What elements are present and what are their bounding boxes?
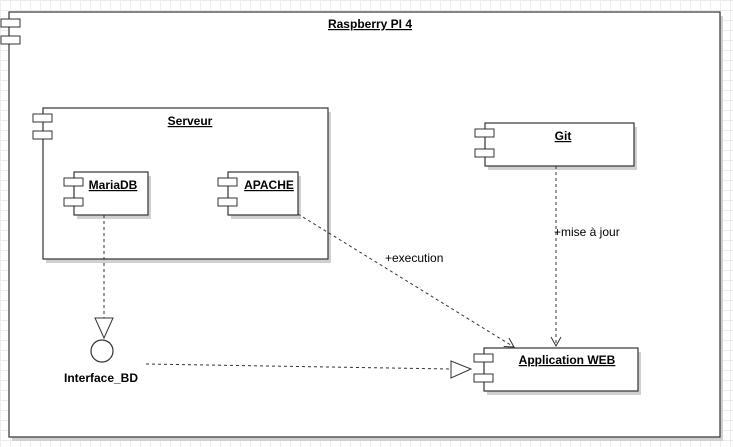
apache-component[interactable]: APACHE — [217, 171, 301, 219]
apache-to-app-edge[interactable]: +execution — [297, 213, 515, 348]
apache-label: APACHE — [244, 178, 294, 192]
component-icon — [32, 113, 53, 140]
interface-to-app-edge[interactable] — [145, 360, 473, 379]
application-web-label: Application WEB — [519, 353, 616, 367]
component-icon — [0, 18, 21, 45]
component-icon — [63, 177, 84, 207]
interface-bd-label: Interface_BD — [64, 371, 138, 385]
raspberry-pi-container[interactable]: Raspberry PI 4 — [0, 11, 723, 441]
component-icon — [217, 177, 238, 207]
git-component[interactable]: Git — [474, 122, 637, 170]
realization-triangle-icon — [94, 317, 114, 340]
component-icon — [473, 353, 494, 383]
interface-bd[interactable]: Interface_BD — [64, 339, 138, 385]
mariadb-component[interactable]: MariaDB — [63, 171, 151, 219]
mariadb-label: MariaDB — [89, 178, 138, 192]
mariadb-realization-edge[interactable] — [94, 215, 114, 340]
application-web-component[interactable]: Application WEB — [473, 347, 641, 395]
raspberry-pi-title: Raspberry PI 4 — [328, 17, 412, 31]
git-label: Git — [555, 129, 572, 143]
interface-circle-icon — [90, 339, 114, 363]
git-to-app-edge[interactable]: +mise à jour — [550, 166, 620, 348]
execution-edge-label: +execution — [385, 251, 443, 265]
component-icon — [474, 128, 495, 158]
mise-a-jour-edge-label: +mise à jour — [554, 225, 620, 239]
interface-triangle-icon — [450, 360, 473, 379]
serveur-title: Serveur — [168, 114, 213, 128]
